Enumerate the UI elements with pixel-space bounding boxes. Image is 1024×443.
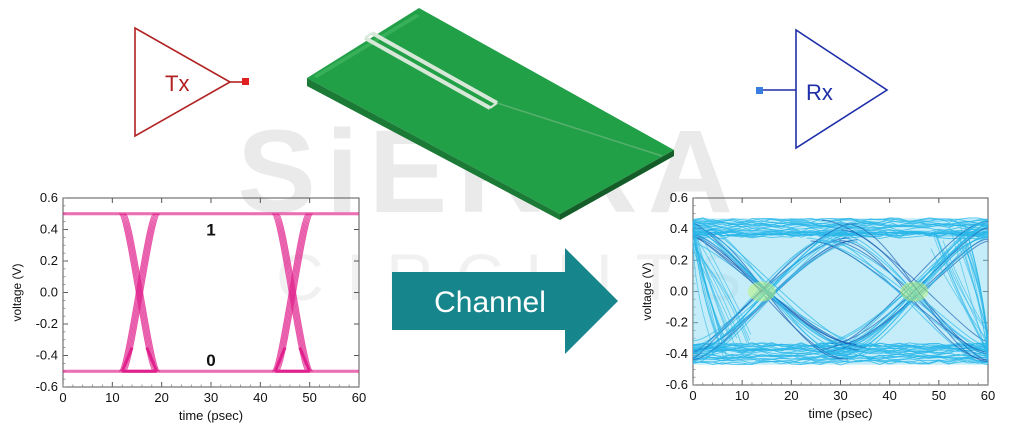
x-tick-label: 60 — [981, 388, 995, 403]
edge-trace — [942, 249, 989, 347]
x-tick-label: 50 — [932, 388, 946, 403]
edge-trace — [948, 224, 989, 360]
low-trace — [692, 348, 989, 355]
x-tick-label: 0 — [59, 390, 66, 405]
x-tick-label: 10 — [105, 390, 119, 405]
crossing-trace — [821, 219, 989, 343]
edge-trace — [692, 222, 725, 361]
y-tick-label: -0.4 — [666, 346, 688, 361]
x-axis-label: time (psec) — [808, 406, 872, 421]
rx-amplifier-icon: Rx — [756, 28, 889, 150]
edge-trace — [936, 234, 989, 334]
rx-eye-traces — [692, 217, 989, 366]
rising-falling-trace — [118, 213, 155, 372]
y-tick-label: 0.4 — [40, 222, 58, 237]
x-tick-label: 60 — [352, 390, 366, 405]
rising-falling-trace — [276, 213, 313, 372]
y-tick-label: 0.0 — [40, 285, 58, 300]
x-axis-label: time (psec) — [179, 408, 243, 423]
high-trace — [692, 219, 989, 225]
y-axis-label: voltage (V) — [640, 262, 654, 320]
edge-trace — [692, 222, 722, 349]
x-tick-label: 40 — [253, 390, 267, 405]
crossing-highlight — [900, 281, 929, 302]
transition-edge — [298, 347, 312, 372]
high-trace — [692, 221, 989, 228]
rising-falling-trace — [277, 213, 314, 372]
low-trace — [692, 360, 989, 366]
edge-trace — [692, 241, 744, 349]
y-tick-label: 0.0 — [670, 284, 688, 299]
x-tick-label: 30 — [204, 390, 218, 405]
pcb-trace-board — [307, 8, 674, 220]
edge-trace — [692, 231, 750, 345]
transition-edge — [273, 347, 287, 372]
x-tick-label: 0 — [689, 388, 696, 403]
bit-annotation: 0 — [206, 351, 215, 370]
edge-trace — [933, 236, 989, 354]
edge-trace — [692, 220, 752, 335]
tx-label: Tx — [165, 71, 189, 96]
edge-trace — [692, 224, 720, 345]
y-tick-label: -0.6 — [666, 377, 688, 392]
y-tick-label: -0.6 — [36, 379, 58, 394]
rising-falling-trace — [124, 213, 161, 372]
edge-trace — [692, 245, 748, 343]
y-tick-label: -0.2 — [666, 315, 688, 330]
edge-trace — [959, 223, 989, 359]
rising-falling-trace — [123, 213, 160, 372]
low-trace — [692, 342, 989, 348]
channel-arrow: Channel — [392, 248, 618, 354]
x-tick-label: 40 — [882, 388, 896, 403]
x-tick-label: 20 — [784, 388, 798, 403]
x-tick-label: 10 — [735, 388, 749, 403]
y-tick-label: 0.4 — [670, 221, 688, 236]
y-tick-label: 0.6 — [40, 190, 58, 205]
edge-trace — [935, 236, 989, 352]
x-tick-label: 30 — [833, 388, 847, 403]
rising-falling-trace — [271, 213, 308, 372]
high-trace — [692, 226, 989, 233]
edge-trace — [692, 250, 736, 348]
edge-trace — [692, 243, 738, 339]
transition-edge — [145, 347, 159, 372]
y-axis-label: voltage (V) — [10, 263, 24, 321]
y-tick-label: -0.2 — [36, 316, 58, 331]
channel-label: Channel — [434, 286, 546, 319]
edge-trace — [692, 226, 731, 340]
edge-trace — [692, 222, 732, 339]
rx-eye-chart: 0 10 20 30 40 50 60 0.6 0.4 0.2 0.0 -0.2 -0.4 -0.6 tim… — [640, 190, 995, 421]
y-tick-label: -0.4 — [36, 348, 58, 363]
bit-annotation: 1 — [206, 221, 215, 240]
y-tick-label: 0.2 — [40, 253, 58, 268]
rx-label: Rx — [806, 80, 833, 105]
tx-eye-traces — [63, 212, 359, 373]
tx-amplifier-icon: Tx — [134, 26, 249, 138]
edge-trace — [692, 247, 728, 351]
y-tick-label: 0.2 — [670, 252, 688, 267]
crossing-trace — [818, 235, 989, 364]
x-tick-label: 50 — [302, 390, 316, 405]
transition-edge — [120, 347, 134, 372]
edge-trace — [964, 237, 989, 339]
crossing-highlight — [747, 281, 776, 302]
y-tick-label: 0.6 — [670, 190, 688, 205]
x-tick-label: 20 — [154, 390, 168, 405]
edge-trace — [692, 247, 751, 341]
high-trace — [692, 221, 989, 227]
